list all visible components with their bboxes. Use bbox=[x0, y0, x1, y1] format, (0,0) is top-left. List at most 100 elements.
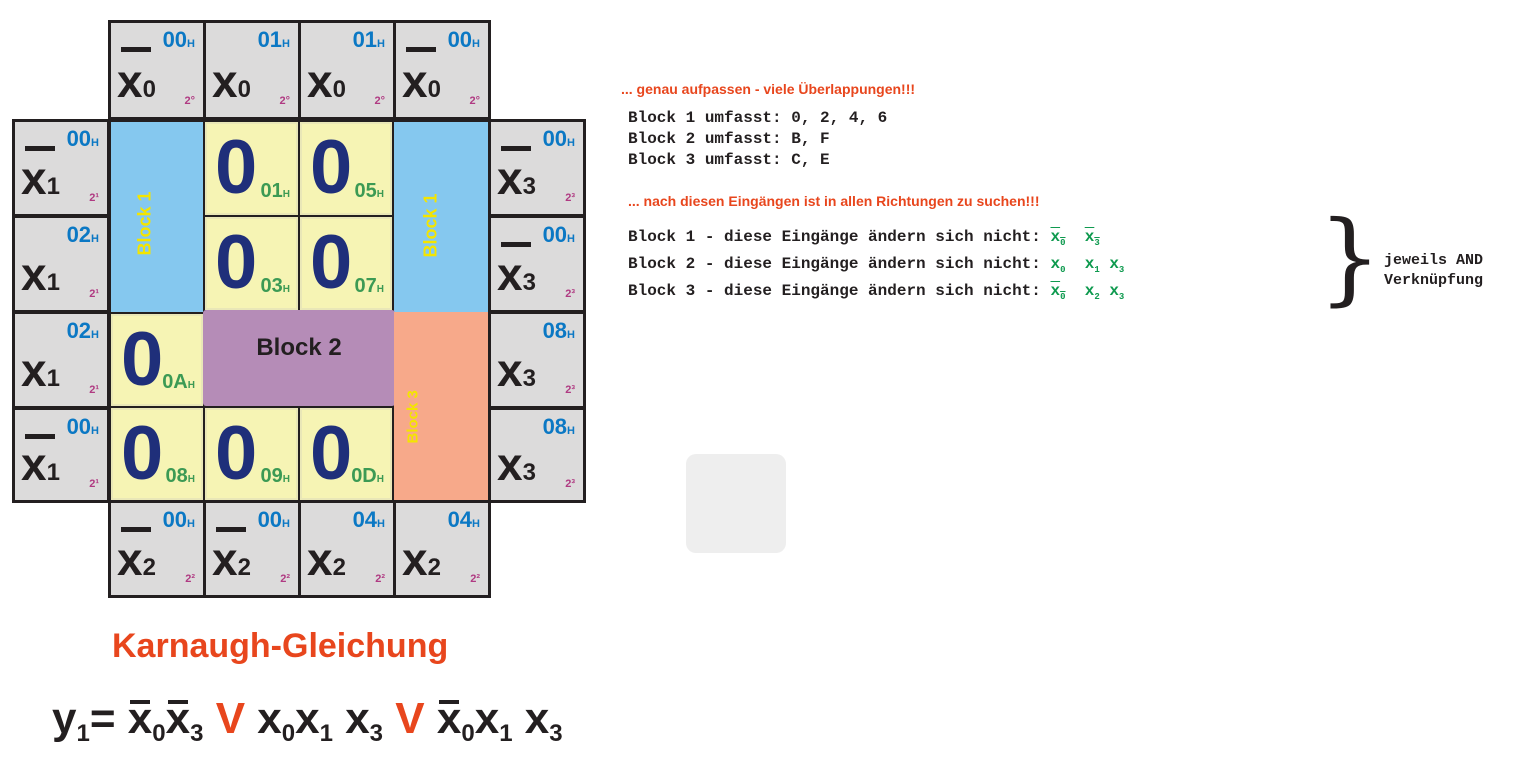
karnaugh-equation: y1= x0x3 V x0x1 x3 V x0x1 x3 bbox=[52, 694, 563, 747]
cell-05: 0 05H bbox=[300, 122, 392, 215]
block-1-right-label: Block 1 bbox=[420, 193, 441, 258]
power-label: 2¹ bbox=[89, 192, 99, 204]
cell-09: 0 09H bbox=[205, 408, 298, 500]
block-rules: Block 1 - diese Eingänge ändern sich nic… bbox=[628, 227, 1124, 309]
hex-label: 00H bbox=[162, 507, 195, 532]
power-label: 2¹ bbox=[89, 288, 99, 300]
bottom-label-4: x2 04H 2² bbox=[393, 500, 491, 598]
var-label: x0 bbox=[212, 55, 251, 107]
cell-value: 0 bbox=[310, 125, 353, 210]
hex-label: 04H bbox=[447, 507, 480, 532]
var-label: x1 bbox=[21, 248, 60, 300]
note-heading-search: ... nach diesen Eingängen ist in allen R… bbox=[628, 193, 1040, 209]
power-label: 2³ bbox=[565, 288, 575, 300]
block-1-summary: Block 1 umfasst: 0, 2, 4, 6 bbox=[628, 109, 888, 127]
var-label: x1 bbox=[21, 438, 60, 490]
rule-vars: x0 x2 x3 bbox=[1050, 282, 1125, 303]
brace-note-line-2: Verknüpfung bbox=[1384, 272, 1484, 289]
block-3-rule: Block 3 - diese Eingänge ändern sich nic… bbox=[628, 281, 1124, 308]
cell-01: 0 01H bbox=[205, 122, 298, 215]
block-3-summary: Block 3 umfasst: C, E bbox=[628, 151, 830, 169]
right-label-3: x3 08H 2³ bbox=[488, 311, 586, 409]
block-2-rule: Block 2 - diese Eingänge ändern sich nic… bbox=[628, 254, 1124, 281]
hex-label: 00H bbox=[447, 27, 480, 52]
top-label-3: x0 01H 2° bbox=[298, 20, 396, 120]
block-3-region bbox=[394, 312, 488, 500]
negation-bar bbox=[501, 242, 531, 247]
block-1-left-label: Block 1 bbox=[134, 191, 155, 256]
var-label: x2 bbox=[402, 533, 441, 585]
hex-label: 04H bbox=[352, 507, 385, 532]
var-label: x3 bbox=[497, 344, 536, 396]
left-label-4: x1 00H 2¹ bbox=[12, 407, 110, 503]
brace-note: jeweils AND Verknüpfung bbox=[1384, 251, 1483, 291]
var-label: x1 bbox=[21, 152, 60, 204]
cell-03: 0 03H bbox=[205, 217, 298, 310]
hex-label: 00H bbox=[162, 27, 195, 52]
power-label: 2² bbox=[470, 573, 480, 585]
power-label: 2° bbox=[184, 95, 195, 107]
right-label-4: x3 08H 2³ bbox=[488, 407, 586, 503]
hex-label: 00H bbox=[66, 126, 99, 151]
hex-label: 00H bbox=[66, 414, 99, 439]
var-label: x2 bbox=[117, 533, 156, 585]
hex-label: 08H bbox=[542, 318, 575, 343]
rule-text: Block 3 - diese Eingänge ändern sich nic… bbox=[628, 282, 1041, 301]
negation-bar bbox=[406, 47, 436, 52]
equation-lhs: y bbox=[52, 694, 77, 743]
cell-hex: 05H bbox=[354, 180, 384, 202]
cell-value: 0 bbox=[121, 411, 164, 496]
left-label-1: x1 00H 2¹ bbox=[12, 119, 110, 217]
var-label: x3 bbox=[497, 248, 536, 300]
cell-value: 0 bbox=[215, 220, 258, 305]
right-label-1: x3 00H 2³ bbox=[488, 119, 586, 217]
note-heading-overlap: ... genau aufpassen - viele Überlappunge… bbox=[621, 81, 916, 97]
negation-bar bbox=[501, 146, 531, 151]
bottom-label-2: x2 00H 2² bbox=[203, 500, 301, 598]
block-1-left-region bbox=[111, 122, 203, 312]
block-3-label: Block 3 bbox=[404, 390, 422, 444]
hex-label: 00H bbox=[542, 222, 575, 247]
rule-text: Block 2 - diese Eingänge ändern sich nic… bbox=[628, 255, 1041, 274]
cell-hex: 03H bbox=[260, 275, 290, 297]
equation-lhs-sub: 1 bbox=[76, 720, 90, 747]
cell-value: 0 bbox=[310, 411, 353, 496]
cell-hex: 0DH bbox=[351, 465, 384, 487]
block-summary: Block 1 umfasst: 0, 2, 4, 6 Block 2 umfa… bbox=[628, 108, 887, 171]
cell-hex: 01H bbox=[260, 180, 290, 202]
block-2-region bbox=[203, 310, 395, 406]
cell-0A: 0 0AH bbox=[111, 314, 203, 406]
hex-label: 01H bbox=[352, 27, 385, 52]
power-label: 2° bbox=[469, 95, 480, 107]
or-operator: V bbox=[215, 694, 246, 743]
power-label: 2¹ bbox=[89, 478, 99, 490]
var-label: x1 bbox=[21, 344, 60, 396]
right-brace-icon: } bbox=[1318, 199, 1382, 316]
block-2-summary: Block 2 umfasst: B, F bbox=[628, 130, 830, 148]
negation-bar bbox=[25, 146, 55, 151]
power-label: 2³ bbox=[565, 384, 575, 396]
power-label: 2² bbox=[280, 573, 290, 585]
power-label: 2³ bbox=[565, 192, 575, 204]
cell-hex: 08H bbox=[165, 465, 195, 487]
rule-text: Block 1 - diese Eingänge ändern sich nic… bbox=[628, 228, 1041, 246]
var-label: x2 bbox=[212, 533, 251, 585]
var-label: x0 bbox=[402, 55, 441, 107]
cell-hex: 09H bbox=[260, 465, 290, 487]
block-1-rule: Block 1 - diese Eingänge ändern sich nic… bbox=[628, 227, 1124, 254]
cell-value: 0 bbox=[215, 125, 258, 210]
negation-bar bbox=[25, 434, 55, 439]
hex-label: 02H bbox=[66, 222, 99, 247]
cell-08: 0 08H bbox=[111, 408, 203, 500]
var-label: x0 bbox=[307, 55, 346, 107]
left-label-3: x1 02H 2¹ bbox=[12, 311, 110, 409]
or-operator: V bbox=[395, 694, 425, 743]
cell-value: 0 bbox=[215, 411, 258, 496]
block-1-right-region bbox=[394, 122, 488, 312]
cell-hex: 07H bbox=[354, 275, 384, 297]
top-label-2: x0 01H 2° bbox=[203, 20, 301, 120]
power-label: 2² bbox=[375, 573, 385, 585]
hex-label: 02H bbox=[66, 318, 99, 343]
placeholder-tile[interactable] bbox=[686, 454, 786, 553]
power-label: 2° bbox=[279, 95, 290, 107]
